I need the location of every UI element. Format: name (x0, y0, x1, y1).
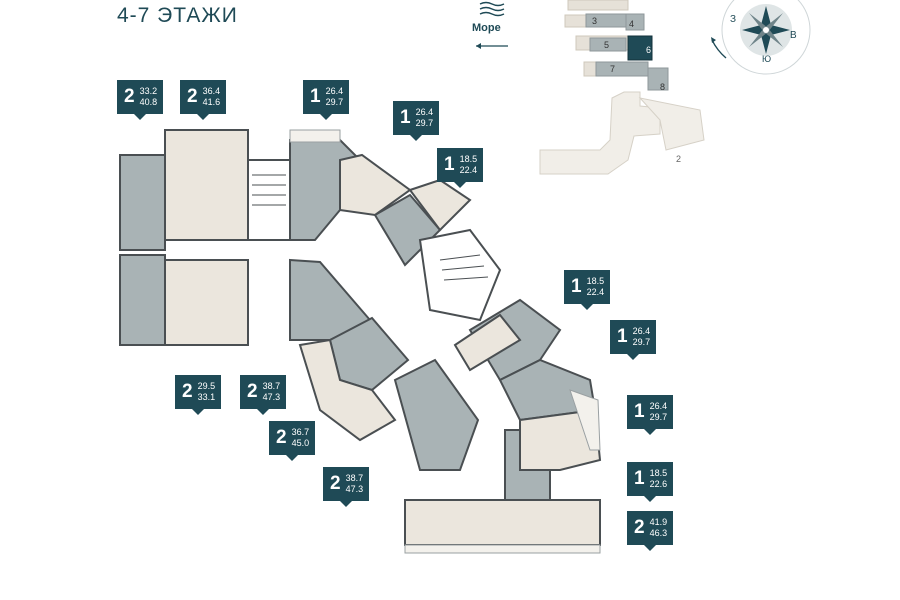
apartment-area-living: 29.5 (197, 381, 216, 391)
balcony-apt-7 (569, 389, 601, 451)
unit-apt-11-light (298, 338, 397, 442)
compass-label-west: З (730, 14, 736, 25)
apartment-rooms: 2 (276, 427, 287, 448)
apartment-area-total: 22.6 (649, 479, 668, 489)
apartment-rooms: 2 (634, 517, 645, 538)
apartment-area-living: 41.9 (649, 517, 668, 527)
unit-apt-14-light (404, 499, 601, 546)
unit-apt-4b-light (408, 178, 472, 232)
apartment-rooms: 2 (124, 86, 135, 107)
apartment-area-living: 33.2 (139, 86, 158, 96)
sea-label: Море (472, 22, 501, 34)
apartment-area-total: 41.6 (202, 97, 221, 107)
apartment-area-total: 47.3 (262, 392, 281, 402)
site-plan-label-section-6: 6 (646, 45, 651, 55)
unit-apt-2-light (164, 129, 249, 241)
apartment-area-living: 38.7 (345, 473, 364, 483)
site-plan-label-section-3: 3 (592, 16, 597, 26)
unit-apt-4-light (339, 153, 412, 217)
apartment-area-total: 22.4 (459, 165, 478, 175)
site-plan-label-section-8: 8 (660, 82, 665, 92)
apartment-area-total: 47.3 (345, 484, 364, 494)
site-plan-sections (585, 13, 669, 91)
apartment-rooms: 2 (187, 86, 198, 107)
site-plan-thumbnail: 3 4 5 6 7 8 2 З В Ю (539, 0, 811, 175)
apartment-rooms: 1 (571, 276, 582, 297)
site-plan-second-phase-label: 2 (676, 154, 681, 164)
balcony-apt-3 (289, 129, 341, 143)
sea-waves-icon (476, 1, 508, 49)
site-plan-current-section (627, 35, 653, 61)
site-plan-background (539, 91, 705, 175)
apartment-area-living: 38.7 (262, 381, 281, 391)
floor-title: 4-7 ЭТАЖИ (117, 4, 238, 27)
unit-apt-8-dark (119, 254, 166, 346)
apartment-area-living: 18.5 (586, 276, 605, 286)
apartment-area-total: 40.8 (139, 97, 158, 107)
site-plan-label-section-5: 5 (604, 40, 609, 50)
unit-apt-1-dark (119, 154, 166, 251)
apartment-area-living: 26.4 (325, 86, 344, 96)
apartment-rooms: 1 (444, 154, 455, 175)
apartment-area-total: 33.1 (197, 392, 216, 402)
apartment-area-total: 29.7 (325, 97, 344, 107)
apartment-area-living: 26.4 (415, 107, 434, 117)
compass-rose-icon: З В Ю (711, 0, 811, 75)
unit-apt-8-light (164, 259, 249, 346)
sea-direction-indicator (466, 0, 522, 64)
apartment-rooms: 1 (310, 86, 321, 107)
site-plan-label-section-7: 7 (610, 64, 615, 74)
apartment-area-living: 36.4 (202, 86, 221, 96)
balcony-apt-14 (404, 544, 601, 554)
compass-label-south: Ю (762, 54, 771, 64)
site-plan-label-section-4: 4 (629, 19, 634, 29)
apartment-rooms: 1 (634, 401, 645, 422)
apartment-rooms: 2 (182, 381, 193, 402)
stair-core-center (418, 228, 502, 322)
apartment-rooms: 1 (634, 468, 645, 489)
apartment-area-living: 26.4 (632, 326, 651, 336)
apartment-rooms: 2 (330, 473, 341, 494)
apartment-area-total: 29.7 (632, 337, 651, 347)
unit-apt-10-light (453, 313, 522, 372)
apartment-area-living: 18.5 (649, 468, 668, 478)
compass-label-east: В (790, 30, 797, 41)
apartment-rooms: 1 (617, 326, 628, 347)
unit-apt-12-dark (393, 358, 480, 471)
apartment-area-living: 36.7 (291, 427, 310, 437)
apartment-rooms: 1 (400, 107, 411, 128)
apartment-area-total: 22.4 (586, 287, 605, 297)
unit-apt-7-dark (498, 358, 597, 422)
apartment-area-total: 45.0 (291, 438, 310, 448)
apartment-area-total: 46.3 (649, 528, 668, 538)
apartment-area-total: 29.7 (415, 118, 434, 128)
apartment-area-total: 29.7 (649, 412, 668, 422)
apartment-rooms: 2 (247, 381, 258, 402)
stair-core-left (247, 159, 291, 241)
apartment-area-living: 18.5 (459, 154, 478, 164)
apartment-area-living: 26.4 (649, 401, 668, 411)
